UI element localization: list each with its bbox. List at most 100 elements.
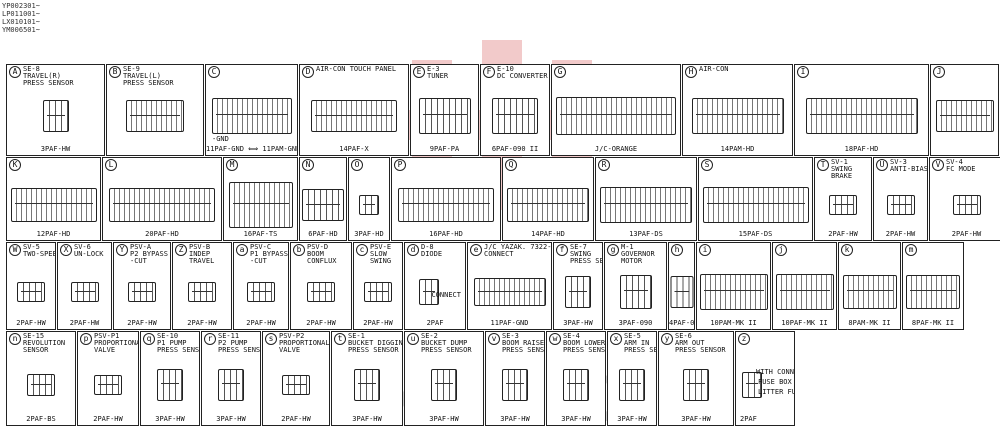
connector-title-line: BUCKET DUMP (421, 339, 468, 347)
connector-part-number: 2PAF-HW (306, 319, 336, 327)
connector-title-line: TRAVEL(L) (123, 72, 161, 80)
connector-title-line: SE-4 (563, 332, 580, 340)
connector-pinout-diagram (302, 189, 344, 221)
connector-part-number: 9PAF-PA (429, 145, 460, 153)
connector-title-line: MOTOR (621, 257, 643, 265)
connector-tag-badge: Z (175, 244, 187, 256)
connector-pinout-diagram (565, 276, 591, 308)
connector-pinout-diagram (935, 100, 994, 132)
connector-title-line: SE-8 (23, 65, 40, 73)
connector-title-line: TUNER (427, 72, 449, 80)
connector-part-number: 2PAF-BS (26, 415, 56, 423)
connector-title-line: PRESS SENSOR (570, 257, 602, 265)
connector-tag-badge: x (610, 333, 622, 345)
connector-title-line: TRAVEL(R) (23, 72, 61, 80)
connector-part-number: 3PAF-HD (354, 230, 384, 238)
connector-title-line: D-8 (421, 243, 434, 251)
connector-header: j (775, 244, 789, 256)
connector-header: I (797, 66, 811, 78)
connector-pinout-diagram (419, 279, 439, 305)
connector-part-number: 3PAF-HW (563, 319, 593, 327)
connector-pinout-diagram (906, 275, 960, 309)
connector-tag-badge: S (701, 159, 713, 171)
connector-title-line: GOVERNOR (621, 250, 655, 258)
connector-tag-badge: m (905, 244, 917, 256)
connector-tag-badge: n (9, 333, 21, 345)
connector-part-number: 2PAF-HW (281, 415, 311, 423)
connector-title-line: ANTI-BIAS (890, 165, 928, 173)
connector-title-line: SENSOR (23, 346, 49, 354)
diode-connect-note: CONNECT (431, 291, 461, 299)
connector-title-line: CONNECT (484, 250, 514, 258)
connector-title-line: DIODE (421, 250, 443, 258)
connector-pinout-diagram (702, 187, 809, 223)
connector-tag-badge: A (9, 66, 21, 78)
connector-pinout-diagram (492, 98, 538, 134)
connector-part-number: 13PAF-DS (629, 230, 663, 238)
connector-title-line: -CUT (130, 257, 147, 265)
connector-pinout-diagram (17, 282, 45, 302)
connector-header: O (351, 159, 365, 171)
connector-tag-badge: M (226, 159, 238, 171)
connector-title-line: ARM IN (624, 339, 650, 347)
connector-tag-badge: z (738, 333, 750, 345)
connector-pinout-diagram (619, 275, 652, 309)
connector-title-line: INDEP (189, 250, 211, 258)
connector-part-number: 3PAF-HW (216, 415, 246, 423)
connector-part-number: 15PAF-DS (738, 230, 773, 238)
connector-tag-badge: O (351, 159, 363, 171)
connector-title-line: SV-5 (23, 243, 40, 251)
connector-title-line: PRESS SENSOR (675, 346, 726, 354)
connector-tag-badge: q (143, 333, 155, 345)
connector-title-line: DC CONVERTER (497, 72, 548, 80)
connector-part-number: 3PAF-HW (500, 415, 530, 423)
connector-part-number: 3PAF-HW (681, 415, 711, 423)
connector-tag-badge: c (356, 244, 368, 256)
connector-part-number: 14PAF-HD (531, 230, 565, 238)
connector-tag-badge: J (933, 66, 945, 78)
connector-pinout-diagram (94, 374, 122, 395)
connector-pinout-diagram (128, 282, 156, 302)
connector-title-line: SE-15 (23, 332, 45, 340)
connector-part-number: 14PAM-HD (720, 145, 755, 153)
connector-part-number: 11PAF-GND (490, 319, 529, 327)
connector-tag-badge: U (876, 159, 888, 171)
connector-part-number: 2PAF-HW (187, 319, 217, 327)
connector-title-line: VALVE (279, 346, 301, 354)
connector-title-line: BUCKET DIGGING (348, 339, 403, 347)
connector-title-line: PROPORTIONAL (279, 339, 330, 347)
connector-title-lines: PSV-P1PROPORTIONALVALVE (94, 333, 138, 354)
connector-pinout-diagram (70, 282, 99, 302)
connector-pinout-diagram (952, 195, 981, 215)
connector-title-line: UN-LOCK (74, 250, 104, 258)
